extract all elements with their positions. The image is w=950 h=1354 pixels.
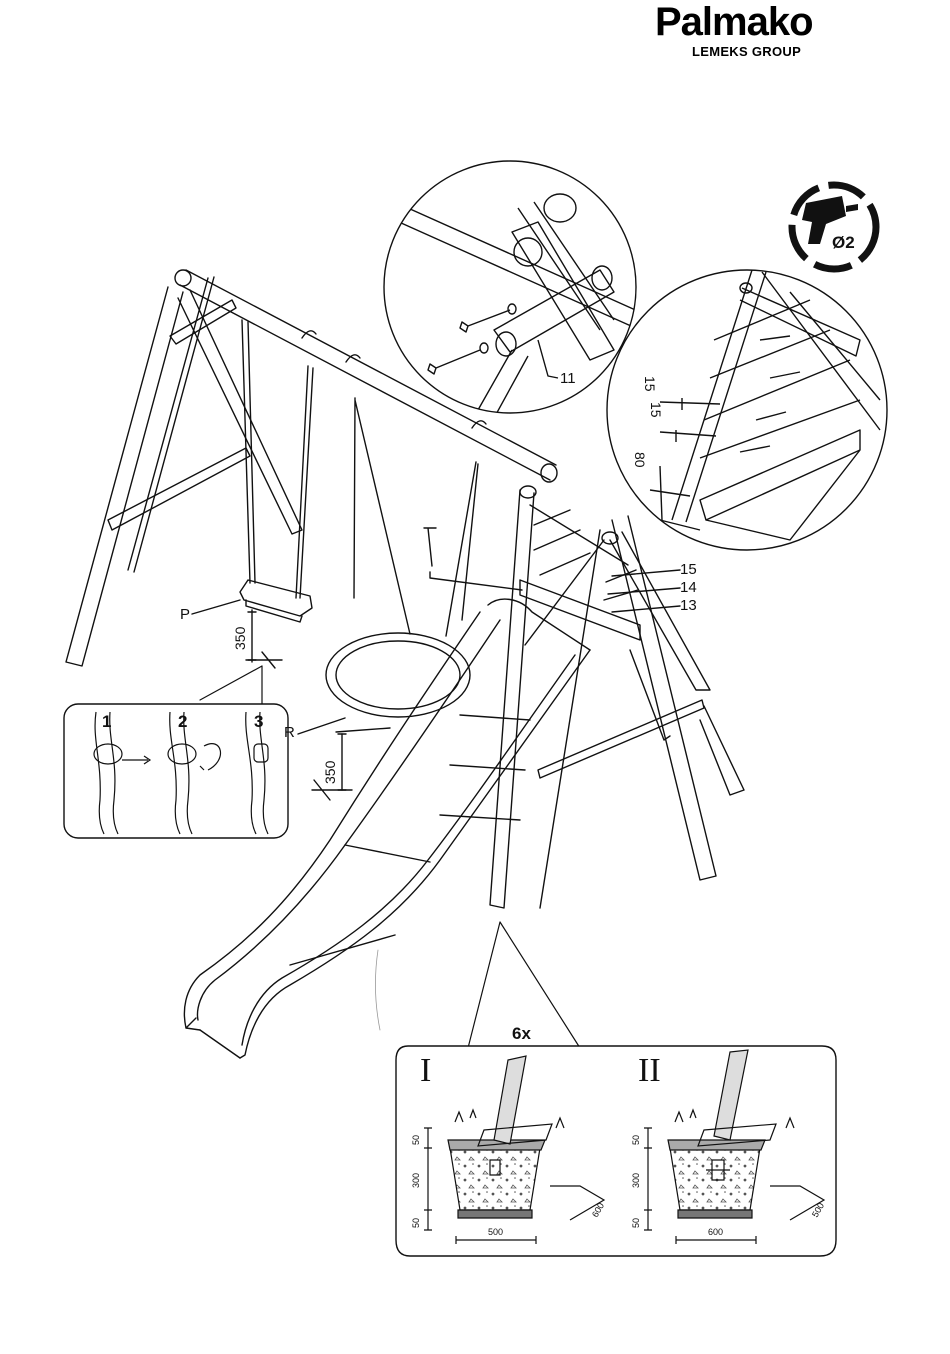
foundation-variant-1-label: I xyxy=(420,1052,431,1090)
dimension-seat xyxy=(246,610,282,668)
foundation-count: 6x xyxy=(512,1024,531,1044)
dimension-seat-label: 350 xyxy=(232,627,248,650)
drill-badge xyxy=(792,185,876,269)
brand-logo: Palmako xyxy=(655,0,813,45)
nest-swing xyxy=(326,398,478,717)
play-tower xyxy=(440,486,744,908)
part-label-13: 13 xyxy=(680,597,697,614)
drill-size-label: Ø2 xyxy=(832,233,855,253)
foundation-1-depth: 300 xyxy=(411,1173,421,1188)
screw xyxy=(192,528,680,734)
dimension-rail-offset: 80 xyxy=(632,452,648,468)
part-label-r: R xyxy=(284,724,295,741)
foundation-2-width: 600 xyxy=(708,1227,723,1237)
foundation-2-top: 50 xyxy=(631,1135,641,1145)
swing-seat xyxy=(240,320,313,622)
rope-step-2: 2 xyxy=(178,712,187,732)
foundation-2-depth: 300 xyxy=(631,1173,641,1188)
dimension-rail-gap-2: 15 xyxy=(648,402,664,418)
foundation-1-top: 50 xyxy=(411,1135,421,1145)
brand-subtitle: LEMEKS GROUP xyxy=(692,44,801,59)
part-label-p: P xyxy=(180,606,190,623)
part-label-14: 14 xyxy=(680,579,697,596)
part-label-11: 11 xyxy=(560,370,576,387)
part-label-15: 15 xyxy=(680,561,697,578)
foundation-1-width: 500 xyxy=(488,1227,503,1237)
dimension-rail-gap-1: 15 xyxy=(642,376,658,392)
detail-bolts xyxy=(384,161,640,418)
foundation-1-bottom: 50 xyxy=(411,1218,421,1228)
foundation-2-bottom: 50 xyxy=(631,1218,641,1228)
rope-step-3: 3 xyxy=(254,712,263,732)
rope-step-1: 1 xyxy=(102,712,111,732)
foundation-variant-2-label: II xyxy=(638,1052,661,1090)
foundation-detail xyxy=(396,1046,836,1256)
dimension-nest-label: 350 xyxy=(322,761,338,784)
